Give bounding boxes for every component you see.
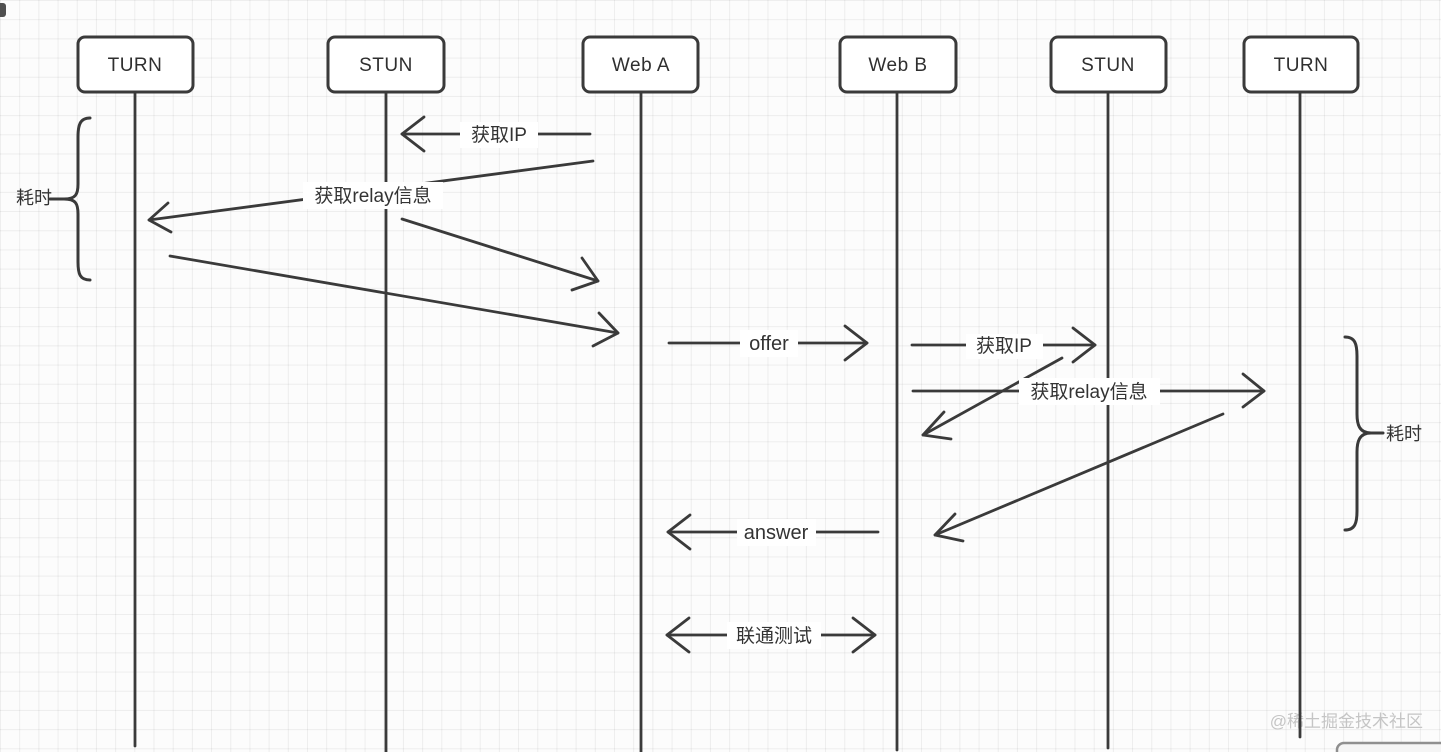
participant-box	[581, 35, 700, 94]
participant-box	[1242, 35, 1360, 94]
arrowhead-left-icon	[400, 115, 426, 153]
arrowhead-left-icon	[147, 201, 173, 234]
label-connectivity-test: 联通测试	[727, 622, 821, 649]
label-offer: offer	[740, 330, 798, 357]
arrowhead-right-icon	[591, 311, 620, 348]
duration-label: 耗时	[16, 188, 52, 208]
message-label: 获取relay信息	[314, 185, 431, 207]
participant-box	[838, 35, 958, 94]
arrowhead-left-icon	[665, 616, 691, 654]
arrowhead-left-icon	[921, 410, 953, 441]
duration-label: 耗时	[1386, 424, 1422, 444]
duration-brace-left: 耗时	[16, 116, 92, 282]
arrow-turn-right-response	[933, 412, 1225, 543]
participant-label: Web B	[868, 55, 927, 76]
arrowhead-left-icon	[933, 512, 965, 543]
edge-fragment-bottom-right	[1335, 741, 1441, 752]
participant-stun-left: STUN	[326, 35, 446, 94]
message-label: 联通测试	[736, 625, 812, 647]
message-label: answer	[744, 522, 809, 544]
arrowhead-right-icon	[570, 256, 600, 292]
participant-box	[76, 35, 195, 94]
curly-brace-icon	[63, 116, 92, 282]
participant-box	[1049, 35, 1168, 94]
edge-fragment-top-left	[0, 3, 6, 17]
label-get-relay-left: 获取relay信息	[303, 182, 443, 209]
participant-label: STUN	[359, 55, 413, 76]
arrowhead-right-icon	[1241, 372, 1266, 409]
arrow-turn-left-response	[168, 254, 620, 348]
participant-web-b: Web B	[838, 35, 958, 94]
participant-label: Web A	[612, 55, 670, 76]
message-label: 获取IP	[471, 124, 527, 146]
arrow-stun-right-response	[921, 356, 1064, 441]
participant-turn-left: TURN	[76, 35, 195, 94]
watermark: @稀土掘金技术社区	[1270, 712, 1423, 731]
label-get-ip-left: 获取IP	[460, 122, 538, 148]
participant-box	[326, 35, 446, 94]
participant-label: TURN	[1274, 55, 1329, 76]
message-label: 获取IP	[976, 335, 1032, 357]
arrow-stun-left-response	[400, 217, 600, 292]
duration-brace-right: 耗时	[1343, 335, 1422, 532]
arrowhead-left-icon	[666, 513, 692, 551]
label-answer: answer	[737, 519, 816, 546]
message-label: 获取relay信息	[1030, 381, 1147, 403]
curly-brace-icon	[1343, 335, 1372, 532]
participant-label: STUN	[1081, 55, 1135, 76]
label-get-ip-right: 获取IP	[966, 334, 1043, 359]
participant-stun-right: STUN	[1049, 35, 1168, 94]
participant-turn-right: TURN	[1242, 35, 1360, 94]
arrowhead-right-icon	[843, 324, 869, 362]
arrowhead-right-icon	[1071, 326, 1097, 364]
label-get-relay-right: 获取relay信息	[1019, 378, 1160, 405]
participant-web-a: Web A	[581, 35, 700, 94]
message-label: offer	[749, 333, 789, 355]
participant-label: TURN	[108, 55, 163, 76]
message-labels: 获取IP 获取relay信息 offer 获取IP 获取relay信息 answ…	[303, 122, 1160, 649]
arrowhead-right-icon	[851, 616, 877, 654]
